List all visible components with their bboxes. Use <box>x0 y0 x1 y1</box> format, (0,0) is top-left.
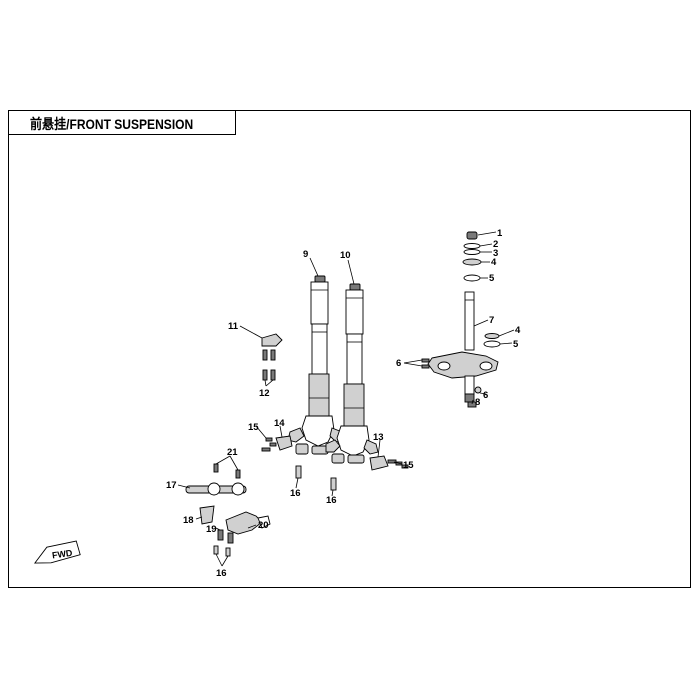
steering-stem-assembly <box>421 231 501 408</box>
axle-assembly-17-21 <box>185 463 271 557</box>
fwd-label: FWD <box>51 548 73 561</box>
fwd-arrow-icon: FWD <box>33 540 81 564</box>
fork-tube-left <box>287 275 345 455</box>
callout-label: 5 <box>489 273 495 284</box>
callout-label: 12 <box>259 388 270 399</box>
callout-label: 15 <box>403 460 414 471</box>
callout-label: 19 <box>206 524 217 535</box>
callout-label: 15 <box>248 422 259 433</box>
callout-numbers: 1 2 3 4 5 4 5 6 6 7 8 9 10 11 12 13 14 1… <box>166 228 521 579</box>
callout-label: 10 <box>340 250 351 261</box>
diagram-frame <box>8 110 691 588</box>
callout-label: 2 <box>493 239 498 250</box>
clamp-parts-11-12 <box>261 333 283 381</box>
callout-label: 16 <box>290 488 301 499</box>
leader-lines <box>177 231 515 567</box>
callout-label: 6 <box>396 358 401 369</box>
diagram-title: 前悬挂/FRONT SUSPENSION <box>30 116 194 132</box>
callout-label: 16 <box>216 568 227 579</box>
callout-label: 4 <box>491 257 497 268</box>
callout-label: 7 <box>489 315 494 326</box>
callout-label: 11 <box>228 321 239 332</box>
fork-tube-right <box>325 283 379 464</box>
callout-label: 14 <box>274 418 285 429</box>
callout-label: 20 <box>258 520 269 531</box>
fork-bolts-16 <box>295 465 337 491</box>
callout-label: 1 <box>497 228 503 239</box>
callout-label: 17 <box>166 480 177 491</box>
callout-label: 21 <box>227 447 238 458</box>
callout-label: 18 <box>183 515 194 526</box>
callout-label: 5 <box>513 339 519 350</box>
callout-label: 3 <box>493 248 498 259</box>
title-box <box>8 110 236 135</box>
callout-label: 6 <box>483 390 488 401</box>
callout-label: 16 <box>326 495 337 506</box>
callout-label: 9 <box>303 249 308 260</box>
bolts-14-15 <box>261 435 293 452</box>
callout-label: 4 <box>515 325 521 336</box>
callout-label: 8 <box>475 397 480 408</box>
callout-label: 13 <box>373 432 384 443</box>
